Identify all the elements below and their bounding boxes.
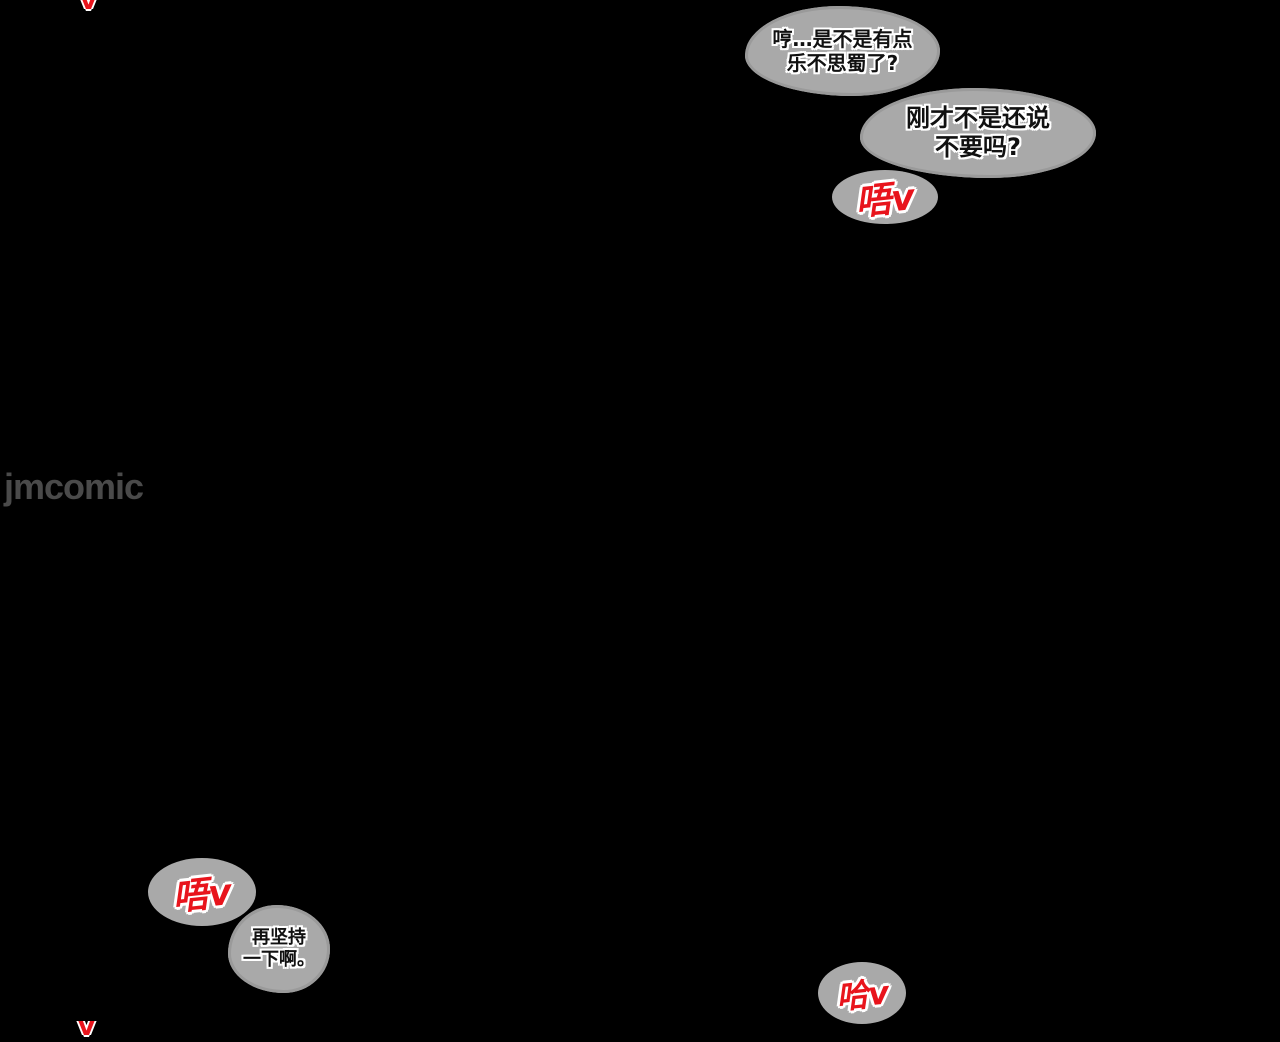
speech-text: 再坚持 一下啊。 bbox=[243, 927, 315, 970]
sound-effect-2: 唔v bbox=[148, 858, 256, 926]
partial-sfx-mark-bottom: v bbox=[78, 1012, 95, 1042]
speech-line: 不要吗? bbox=[935, 133, 1021, 161]
speech-line: 再坚持 bbox=[252, 927, 306, 949]
speech-line: 刚才不是还说 bbox=[906, 104, 1050, 133]
watermark-logo: jmcomic bbox=[4, 466, 144, 507]
speech-line: 乐不思蜀了? bbox=[786, 51, 899, 75]
speech-text: 哼…是不是有点 乐不思蜀了? bbox=[773, 27, 913, 75]
sfx-text: 哈v bbox=[833, 973, 891, 1017]
speech-bubble-3: 再坚持 一下啊。 bbox=[228, 905, 330, 993]
speech-bubble-1: 哼…是不是有点 乐不思蜀了? bbox=[745, 6, 940, 96]
sound-effect-3: 哈v bbox=[818, 962, 906, 1024]
partial-sfx-mark-top: v bbox=[80, 0, 97, 16]
speech-line: 一下啊。 bbox=[243, 949, 315, 970]
sfx-text: 唔v bbox=[853, 176, 918, 224]
speech-line: 哼…是不是有点 bbox=[772, 27, 913, 51]
sfx-text: 唔v bbox=[170, 871, 235, 919]
sound-effect-1: 唔v bbox=[832, 170, 938, 224]
speech-bubble-2: 刚才不是还说 不要吗? bbox=[860, 88, 1096, 178]
speech-text: 刚才不是还说 不要吗? bbox=[906, 104, 1050, 162]
